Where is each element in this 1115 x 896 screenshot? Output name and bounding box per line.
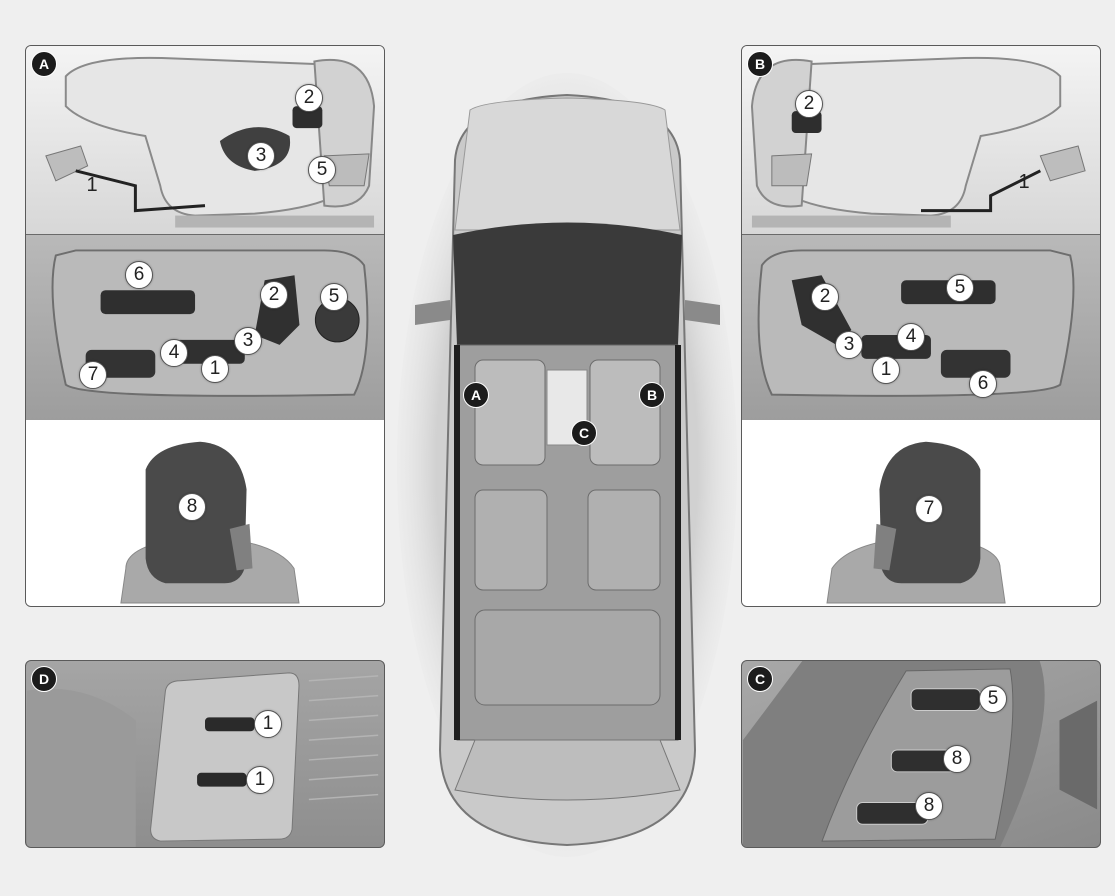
switch-callout-1: 1 — [872, 356, 900, 384]
driver-headrest-view: 8 — [26, 420, 384, 606]
driver-seat-side-view: 2 3 5 1 — [26, 46, 384, 234]
passenger-seat-illustration — [750, 56, 1086, 228]
panel-c-console-switches: 5 8 8 C — [741, 660, 1101, 848]
headrest-callout-8: 8 — [178, 493, 206, 521]
panel-a-marker: A — [31, 51, 57, 77]
seat-callout-5: 5 — [308, 156, 336, 184]
lever-label-1: 1 — [86, 174, 98, 196]
switch-callout-3: 3 — [835, 331, 863, 359]
switch-callout-4: 4 — [160, 339, 188, 367]
seat-callout-2: 2 — [795, 90, 823, 118]
switch-callout-6: 6 — [969, 370, 997, 398]
seat-callout-3: 3 — [247, 142, 275, 170]
car-marker-c: C — [571, 420, 597, 446]
switch-callout-2: 2 — [260, 281, 288, 309]
switch-callout-4: 4 — [897, 323, 925, 351]
rear-switch-callout-1-lower: 1 — [246, 766, 274, 794]
switch-callout-3: 3 — [234, 327, 262, 355]
passenger-seat-side-view: 2 1 — [742, 46, 1100, 234]
panel-b-marker: B — [747, 51, 773, 77]
console-switch-callout-8-upper: 8 — [943, 745, 971, 773]
switch-callout-7: 7 — [79, 361, 107, 389]
driver-seat-switch-panel: 6 2 5 4 3 7 1 — [26, 234, 384, 422]
seat-callout-2: 2 — [295, 84, 323, 112]
switch-callout-2: 2 — [811, 283, 839, 311]
passenger-seat-switch-panel: 2 5 3 4 1 6 — [742, 234, 1100, 422]
console-switch-callout-8-lower: 8 — [915, 792, 943, 820]
panel-d-marker: D — [31, 666, 57, 692]
lever-label-1: 1 — [1018, 171, 1030, 193]
headrest-callout-7: 7 — [915, 495, 943, 523]
panel-b-passenger-seat: 2 1 2 5 3 4 1 6 7 B — [741, 45, 1101, 607]
rear-switch-illustration — [26, 672, 379, 847]
car-marker-a: A — [463, 382, 489, 408]
switch-callout-6: 6 — [125, 261, 153, 289]
switch-callout-1: 1 — [201, 355, 229, 383]
driver-switch-illustration — [51, 249, 369, 397]
console-switch-illustration — [742, 661, 1098, 847]
switch-callout-5: 5 — [320, 283, 348, 311]
panel-a-driver-seat: 2 3 5 1 6 2 5 4 3 7 1 8 A — [25, 45, 385, 607]
console-switch-callout-5: 5 — [979, 685, 1007, 713]
panel-d-rear-switches: 1 1 D — [25, 660, 385, 848]
panel-c-marker: C — [747, 666, 773, 692]
vehicle-top-illustration — [397, 73, 737, 857]
passenger-headrest-view: 7 — [742, 420, 1100, 606]
vehicle-top-view: A B C — [395, 70, 740, 860]
driver-headrest-illustration — [120, 441, 300, 604]
car-marker-b: B — [639, 382, 665, 408]
driver-seat-illustration — [45, 56, 376, 228]
rear-switch-callout-1-upper: 1 — [254, 710, 282, 738]
switch-callout-5: 5 — [946, 274, 974, 302]
